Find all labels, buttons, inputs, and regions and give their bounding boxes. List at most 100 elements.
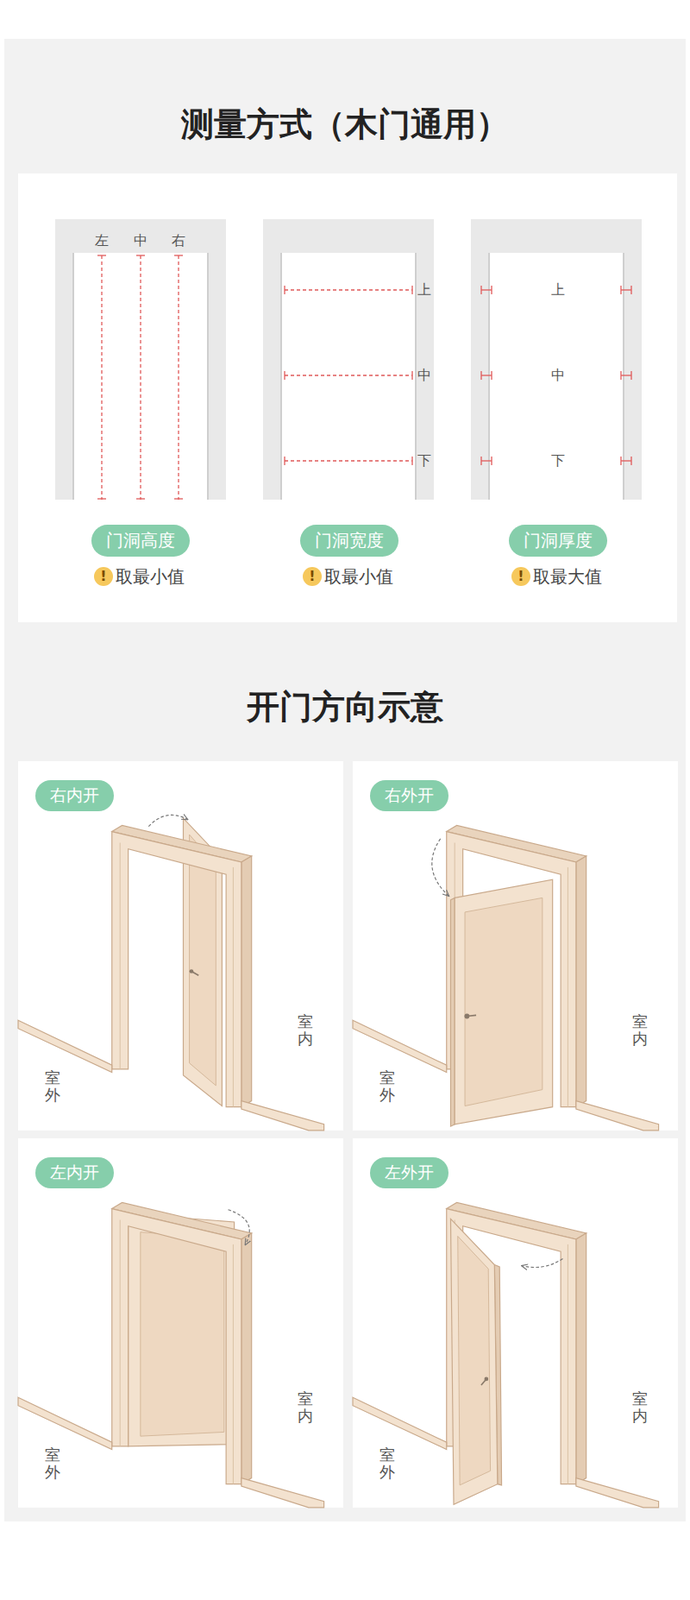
note-text: 取最大值 (533, 564, 603, 589)
measure-mark: 中 (133, 232, 148, 251)
side-label: 室内 (297, 1012, 314, 1048)
pill-text: 左外开 (384, 1160, 434, 1184)
door-opening-height (55, 219, 226, 500)
right-outward-door (450, 897, 455, 1126)
door-opening-height (72, 252, 75, 500)
label-pill: 右外开 (370, 779, 449, 811)
side-label: 室内 (632, 1012, 648, 1048)
door-opening-width (284, 288, 413, 290)
door-opening-thickness (489, 252, 624, 500)
door-opening-thickness (481, 285, 632, 465)
door-opening-thickness (630, 370, 632, 380)
note-text: 取最小值 (324, 564, 394, 589)
label-pill: 门洞厚度 (508, 524, 608, 557)
door-opening-height (174, 497, 183, 499)
door-opening-height (97, 254, 107, 256)
label-pill: 门洞宽度 (300, 524, 399, 557)
door-opening-thickness (621, 459, 632, 461)
door-opening-height (207, 252, 209, 500)
door-opening-width (283, 370, 285, 380)
right-outward-door (454, 878, 552, 1124)
door-opening-width (411, 370, 413, 380)
door-opening-width (263, 219, 434, 500)
door-opening-width (284, 285, 413, 465)
door-opening-thickness (490, 370, 492, 380)
door-opening-thickness (470, 219, 642, 500)
door-opening-thickness (481, 288, 492, 290)
door-opening-height (101, 255, 179, 500)
label-pill: 门洞高度 (91, 524, 190, 557)
warning-icon: ! (511, 566, 531, 586)
right-outward-door (432, 838, 449, 896)
measure-mark: 左 (94, 232, 109, 251)
door-opening-thickness (620, 456, 621, 465)
door-opening-thickness (481, 374, 492, 376)
direction-panel: 室内室外 右内开 (18, 760, 344, 1130)
door-opening-width (280, 252, 283, 500)
left-inward-door (18, 1137, 344, 1507)
side-label: 室外 (44, 1068, 61, 1104)
door-opening-thickness (621, 374, 632, 376)
door-opening-thickness (481, 459, 492, 461)
left-outward-door (352, 1137, 678, 1507)
direction-panel: 室内室外左内开 (18, 1137, 344, 1507)
right-outward-door (466, 1014, 477, 1016)
left-outward-door (457, 1235, 491, 1484)
door-opening-height (136, 497, 145, 499)
door-opening-height (136, 254, 145, 256)
pill-text: 左内开 (50, 1160, 100, 1184)
left-inward-door (140, 1231, 225, 1436)
page-title: 测量方式（木门通用） (181, 102, 509, 147)
door-opening-height (73, 252, 208, 500)
right-inward-door (18, 760, 344, 1130)
door-opening-thickness (621, 288, 632, 290)
left-outward-door (521, 1257, 563, 1267)
door-opening-width (411, 285, 413, 295)
right-outward-door (464, 897, 543, 1105)
left-outward-door (481, 1378, 487, 1385)
left-inward-door (227, 1209, 250, 1244)
measure-mark: 上 (417, 281, 432, 300)
measure-mark: 上 (551, 281, 565, 300)
door-opening-width (281, 252, 416, 500)
door-opening-height (55, 219, 226, 500)
door-opening-thickness (480, 370, 482, 380)
door-opening-width (411, 456, 413, 465)
side-label: 室外 (379, 1068, 396, 1104)
door-opening-height (97, 255, 183, 499)
door-opening-thickness (470, 219, 642, 500)
left-outward-door (352, 1201, 659, 1506)
direction-panel: 室内室外左外开 (352, 1137, 678, 1507)
right-inward-door (189, 834, 217, 1086)
section-title: 开门方向示意 (246, 684, 444, 729)
door-opening-height (100, 255, 102, 500)
direction-panel: 室内室外 右外开 (352, 760, 678, 1130)
door-opening-width (284, 289, 413, 461)
label-pill: 左外开 (370, 1156, 449, 1188)
right-inward-door (18, 824, 325, 1130)
pill-text: 右内开 (50, 784, 100, 807)
warning-icon: ! (302, 566, 322, 586)
door-opening-thickness (620, 285, 621, 295)
ground (4, 38, 686, 1521)
right-outward-door (352, 760, 678, 1130)
door-opening-thickness (620, 370, 621, 380)
left-inward-door (18, 1201, 325, 1506)
label-pill: 右内开 (35, 779, 114, 811)
door-opening-width (284, 374, 413, 376)
right-inward-door (18, 760, 344, 1130)
door-opening-width (263, 219, 434, 500)
left-outward-door (352, 1137, 678, 1507)
pill-text: 门洞宽度 (314, 528, 384, 552)
measure-mark: 中 (551, 366, 565, 385)
pill-text: 门洞厚度 (523, 528, 593, 552)
right-inward-door (148, 814, 188, 826)
side-label: 室内 (297, 1389, 314, 1424)
door-opening-width (283, 456, 285, 465)
door-opening-thickness (490, 285, 492, 295)
note-text: 取最小值 (115, 564, 185, 589)
right-outward-door (352, 824, 659, 1130)
door-opening-thickness (480, 456, 482, 465)
